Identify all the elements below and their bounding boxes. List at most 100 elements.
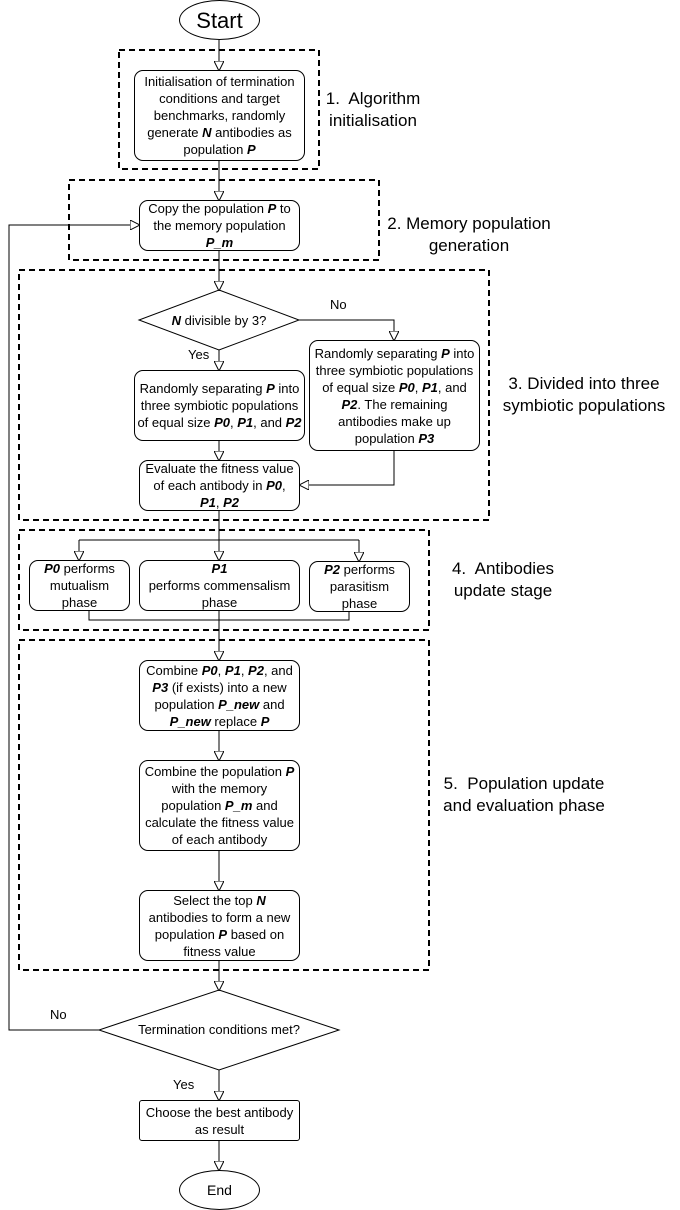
end-node: End: [179, 1170, 260, 1210]
node-text-run: performs mutualism phase: [49, 561, 115, 610]
node-text: End: [207, 1182, 232, 1199]
node-text: Combine the population P with the memory…: [142, 763, 297, 848]
node-text: Termination conditions met?: [138, 1021, 300, 1038]
variable-symbol: P0: [214, 415, 230, 430]
variable-symbol: P2: [248, 662, 264, 678]
node-text-run: Randomly separating: [139, 381, 267, 396]
node-text-run: Initialisation of termination conditions…: [144, 74, 295, 140]
variable-symbol: P: [218, 926, 228, 942]
stage-1-label: 1. Algorithm initialisation: [325, 89, 421, 130]
node-text: Evaluate the fitness value of each antib…: [142, 460, 297, 511]
variable-symbol: P_m: [224, 798, 253, 813]
node-text-run: based on fitness value: [183, 926, 285, 959]
stage-5-boundary: [18, 639, 430, 971]
variable-symbol: P0: [201, 662, 218, 678]
node-text-run: and: [259, 696, 285, 712]
node-text-run: divisible by 3?: [181, 312, 267, 328]
node-text: Randomly separating P into three symbiot…: [137, 380, 302, 431]
variable-symbol: P_new: [169, 713, 211, 729]
node-text: Start: [196, 9, 242, 31]
divisible-no-label: No: [330, 297, 347, 312]
stage-2-label: 2. Memory population generation: [387, 214, 551, 255]
node-text-run: Copy the population: [148, 201, 268, 216]
node-text-run: Evaluate the fitness value of each antib…: [145, 461, 294, 493]
combine-memory-box: Combine the population P with the memory…: [139, 760, 300, 851]
node-text: P2 performs parasitism phase: [312, 561, 407, 612]
mutualism-box: P0 performs mutualism phase: [29, 560, 130, 611]
node-text-run: Randomly separating: [314, 345, 442, 361]
variable-symbol: P1: [237, 415, 254, 430]
commensalism-box: P1 performs commensalism phase: [139, 560, 300, 611]
variable-symbol: P: [260, 713, 270, 729]
parasitism-box: P2 performs parasitism phase: [309, 561, 410, 612]
variable-symbol: P_m: [205, 235, 234, 250]
variable-symbol: P: [285, 764, 295, 779]
node-text-run: into three symbiotic populations of equa…: [315, 345, 475, 395]
node-text-run: with the memory population: [161, 781, 268, 813]
node-text: Randomly separating P into three symbiot…: [312, 345, 477, 447]
node-text-run: , and: [253, 415, 286, 430]
termination-decision-label: Termination conditions met?: [119, 1018, 319, 1040]
variable-symbol: N: [171, 312, 182, 328]
variable-symbol: P: [266, 381, 275, 396]
node-text-run: ,: [215, 495, 224, 510]
node-text: P1 performs commensalism phase: [142, 560, 297, 611]
node-text-run: to the memory population: [153, 201, 291, 233]
variable-symbol: P: [246, 142, 256, 157]
node-text: N divisible by 3?: [172, 312, 267, 329]
select-top-box: Select the top N antibodies to form a ne…: [139, 890, 300, 961]
divisible-decision-label: N divisible by 3?: [149, 310, 289, 330]
node-text-run: antibodies to form a new population: [148, 909, 291, 942]
node-text-run: Start: [196, 7, 243, 33]
node-text-run: (if exists) into a new population: [154, 679, 287, 712]
node-text-run: Select the top: [173, 892, 257, 908]
variable-symbol: P2: [223, 495, 240, 510]
node-text: Combine P0, P1, P2, and P3 (if exists) i…: [142, 662, 297, 730]
divisible-yes-label: Yes: [188, 347, 210, 362]
evaluate-fitness-box: Evaluate the fitness value of each antib…: [139, 460, 300, 511]
variable-symbol: N: [256, 892, 266, 908]
copy-memory-box: Copy the population P to the memory popu…: [139, 200, 300, 251]
node-text-run: , and: [263, 662, 293, 678]
stage-2-boundary: [68, 179, 380, 261]
variable-symbol: P: [441, 345, 450, 361]
variable-symbol: P2: [285, 415, 302, 430]
node-text-run: Combine the population: [144, 764, 286, 779]
node-text-run: . The remaining antibodies make up popul…: [338, 396, 451, 446]
node-text-run: into three symbiotic populations of equa…: [137, 381, 300, 430]
stage-4-label: 4. Antibodies update stage: [451, 559, 555, 600]
node-text: Select the top N antibodies to form a ne…: [142, 892, 297, 960]
edge-parasitism-join: [219, 611, 350, 621]
node-text-run: , and: [437, 379, 467, 395]
node-text-run: Combine: [146, 662, 202, 678]
initialisation-box: Initialisation of termination conditions…: [134, 70, 305, 161]
node-text-run: Termination conditions met?: [138, 1021, 300, 1037]
variable-symbol: P0: [398, 379, 415, 395]
edge-termination-no-loop: [8, 225, 139, 1031]
variable-symbol: P1: [224, 662, 241, 678]
combine-new-population-box: Combine P0, P1, P2, and P3 (if exists) i…: [139, 660, 300, 731]
variable-symbol: P1: [199, 495, 216, 510]
node-text-run: ,: [240, 662, 249, 678]
node-text-run: ,: [229, 415, 238, 430]
node-text-run: and calculate the fitness value of each …: [145, 798, 294, 847]
variable-symbol: P2: [341, 396, 358, 412]
termination-no-label: No: [50, 1007, 67, 1022]
termination-yes-label: Yes: [173, 1077, 195, 1092]
node-text: Choose the best antibody as result: [142, 1104, 297, 1138]
node-text: P0 performs mutualism phase: [32, 560, 127, 611]
variable-symbol: P3: [152, 679, 169, 695]
variable-symbol: P1: [421, 379, 438, 395]
variable-symbol: P_new: [218, 696, 260, 712]
stage-3-label: 3. Divided into three symbiotic populati…: [502, 374, 666, 415]
stage-3-boundary: [18, 269, 490, 521]
node-text: Copy the population P to the memory popu…: [142, 200, 297, 251]
choose-best-box: Choose the best antibody as result: [139, 1100, 300, 1141]
node-text-run: Choose the best antibody as result: [145, 1104, 294, 1137]
node-text-run: replace: [210, 713, 261, 729]
node-text-run: ,: [282, 478, 286, 493]
variable-symbol: P2: [324, 562, 340, 577]
separate-remaining-box: Randomly separating P into three symbiot…: [309, 340, 480, 451]
node-text-run: End: [207, 1181, 232, 1198]
